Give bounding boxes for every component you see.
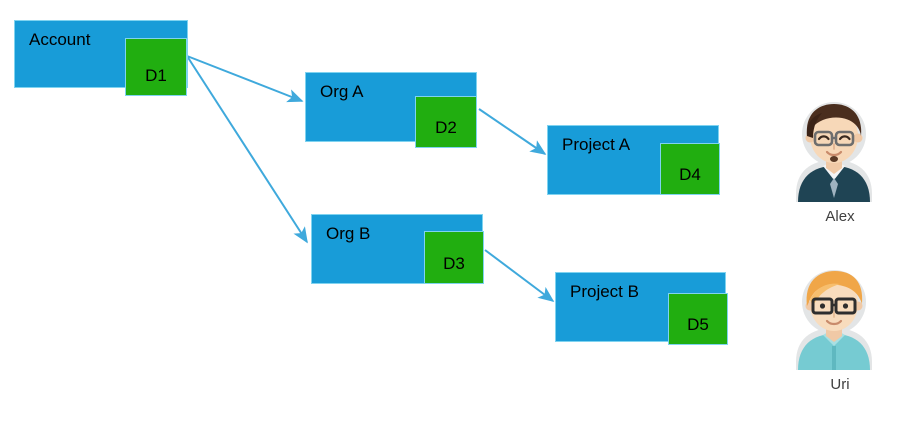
- node-account-label: Account: [29, 30, 91, 49]
- node-account[interactable]: Account D1: [14, 20, 190, 98]
- node-org-b[interactable]: Org B D3: [311, 214, 487, 292]
- person-avatar-icon: [796, 102, 872, 202]
- node-project-a[interactable]: Project A D4: [547, 125, 723, 203]
- edge-org-b-to-project-b: [484, 249, 555, 302]
- node-org-a[interactable]: Org A D2: [305, 72, 481, 150]
- node-project-b[interactable]: Project B D5: [555, 272, 731, 350]
- badge-d4-label: D4: [679, 165, 701, 184]
- badge-d2[interactable]: D2: [415, 96, 477, 148]
- badge-d3[interactable]: D3: [424, 231, 484, 284]
- node-org-a-label: Org A: [320, 82, 364, 101]
- badge-d1-label: D1: [145, 66, 167, 85]
- badge-d3-label: D3: [443, 254, 465, 273]
- node-project-b-label: Project B: [570, 282, 639, 301]
- badge-d5[interactable]: D5: [668, 293, 728, 345]
- badge-d5-label: D5: [687, 315, 709, 334]
- badge-d1[interactable]: D1: [125, 38, 187, 96]
- person-alex-name: Alex: [825, 208, 855, 225]
- node-project-a-label: Project A: [562, 135, 631, 154]
- person-uri[interactable]: Uri: [782, 266, 898, 398]
- edge-org-a-to-project-a: [478, 108, 547, 155]
- badge-d2-label: D2: [435, 118, 457, 137]
- person-uri-name: Uri: [830, 376, 850, 393]
- person-avatar-icon: [796, 270, 872, 370]
- edge-account-to-org-a: [186, 55, 304, 103]
- badge-d4[interactable]: D4: [660, 143, 720, 195]
- node-org-b-label: Org B: [326, 224, 371, 243]
- edge-account-to-org-b: [186, 55, 308, 244]
- person-alex[interactable]: Alex: [782, 98, 898, 230]
